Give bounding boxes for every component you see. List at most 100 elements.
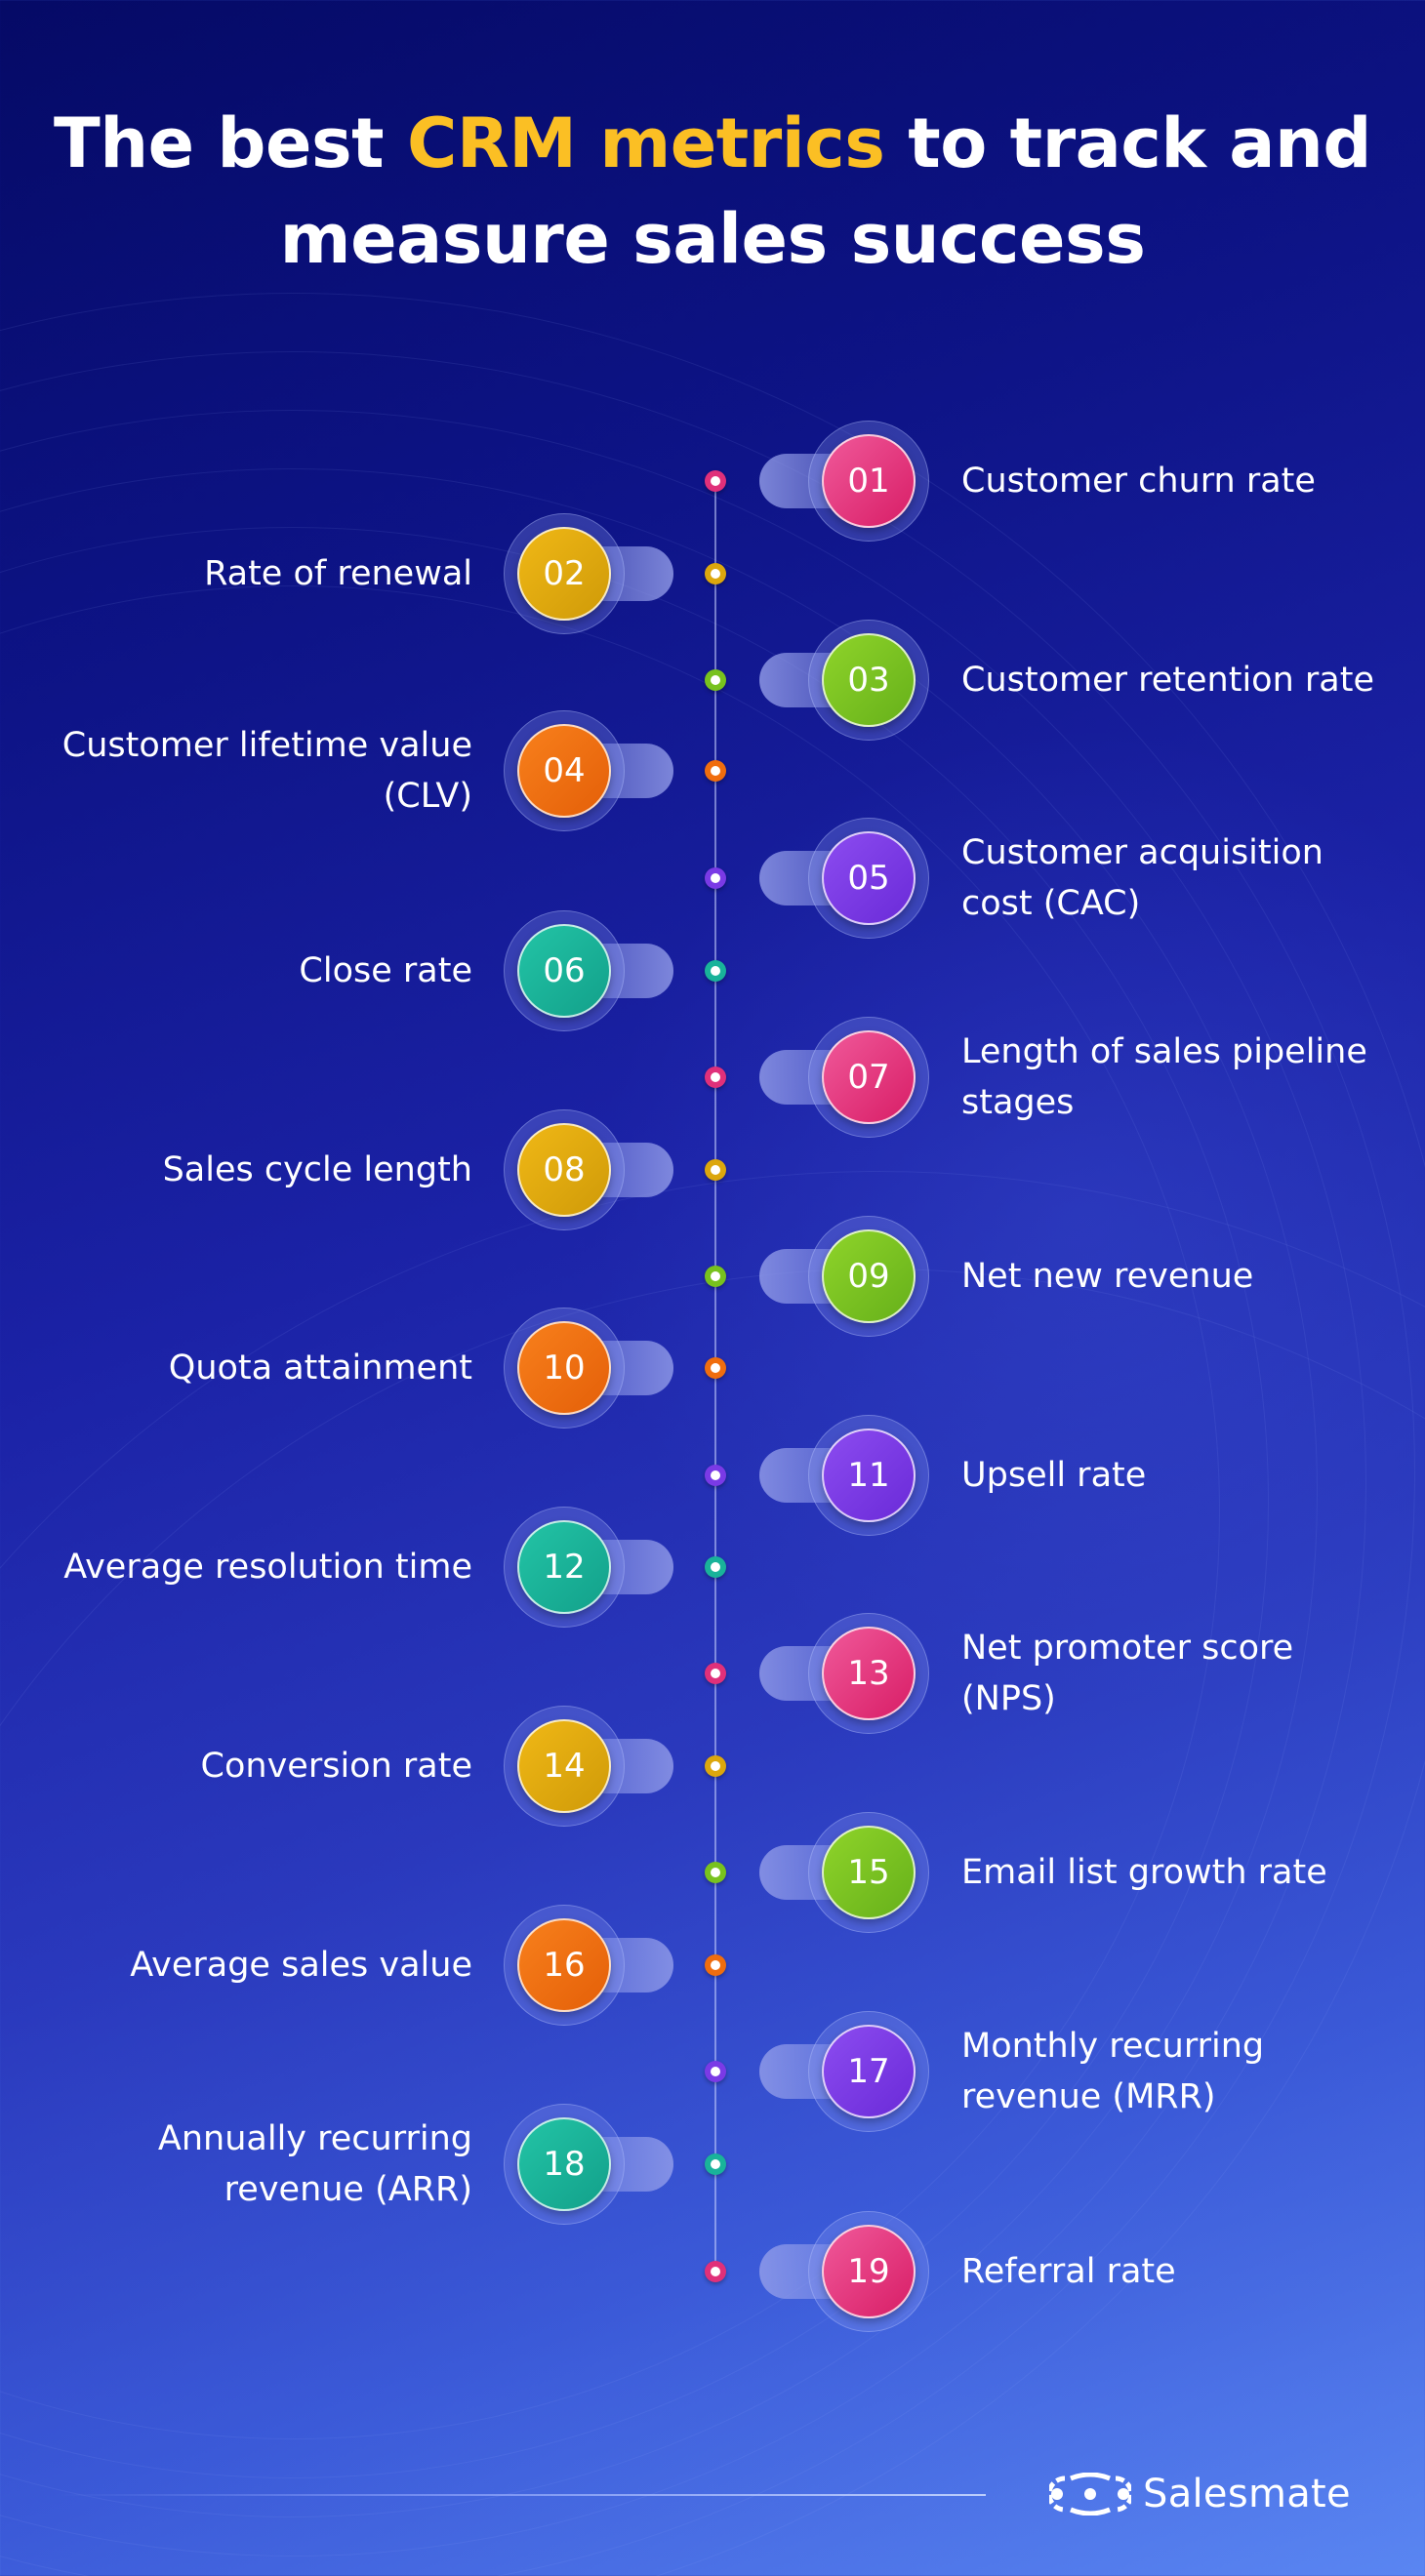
metric-label-text: Customer churn rate <box>961 462 1316 501</box>
metric-label-text: Close rate <box>299 951 472 990</box>
metric-label: Rate of renewal <box>20 523 472 624</box>
metric-label-text: Customer acquisition cost (CAC) <box>961 833 1323 923</box>
metric-bubble: 16 <box>504 1905 673 2026</box>
timeline-dot <box>705 1862 726 1883</box>
metric-label-text: Monthly recurring revenue (MRR) <box>961 2027 1265 2116</box>
metric-number-badge: 13 <box>822 1627 916 1720</box>
metric-label: Quota attainment <box>20 1317 472 1419</box>
title-prefix: The best <box>54 103 408 183</box>
metric-label: Average resolution time <box>20 1516 472 1618</box>
metric-bubble: 05 <box>759 818 929 939</box>
title-suffix: to track and <box>884 103 1371 183</box>
metric-number-badge: 18 <box>517 2117 611 2211</box>
metric-number-badge: 05 <box>822 831 916 925</box>
timeline-dot <box>705 867 726 889</box>
metric-label: Customer lifetime value (CLV) <box>20 720 472 822</box>
metric-number-badge: 02 <box>517 527 611 621</box>
metric-number-badge: 01 <box>822 434 916 528</box>
metric-number-badge: 16 <box>517 1918 611 2012</box>
metric-bubble: 03 <box>759 620 929 741</box>
metric-label: Customer churn rate <box>961 430 1391 532</box>
page-title: The best CRM metrics to track and measur… <box>0 96 1425 287</box>
metric-bubble: 14 <box>504 1706 673 1827</box>
metric-bubble: 17 <box>759 2011 929 2132</box>
metric-bubble: 04 <box>504 710 673 831</box>
brand-name: Salesmate <box>1143 2472 1351 2516</box>
metric-label: Average sales value <box>20 1914 472 2016</box>
metric-label: Length of sales pipeline stages <box>961 1026 1391 1128</box>
metric-number-badge: 17 <box>822 2025 916 2118</box>
metric-number-badge: 09 <box>822 1229 916 1323</box>
timeline-dot <box>705 1266 726 1287</box>
metric-number-badge: 03 <box>822 633 916 727</box>
metric-label-text: Email list growth rate <box>961 1853 1327 1892</box>
timeline-dot <box>705 2261 726 2282</box>
timeline-dot <box>705 1755 726 1777</box>
metric-label: Net new revenue <box>961 1226 1391 1327</box>
metric-label-text: Customer retention rate <box>961 661 1374 700</box>
title-line2: measure sales success <box>279 199 1146 279</box>
metric-label-text: Average sales value <box>130 1946 472 1985</box>
metric-bubble: 12 <box>504 1507 673 1628</box>
metric-number-badge: 04 <box>517 724 611 818</box>
metric-label: Net promoter score (NPS) <box>961 1623 1391 1724</box>
metric-label: Customer retention rate <box>961 629 1391 731</box>
metric-bubble: 19 <box>759 2211 929 2332</box>
timeline-dot <box>705 2061 726 2082</box>
timeline-dot <box>705 1663 726 1684</box>
metric-label: Email list growth rate <box>961 1822 1391 1923</box>
salesmate-logo-icon <box>1049 2473 1131 2516</box>
metric-bubble: 01 <box>759 421 929 542</box>
timeline-dot <box>705 760 726 782</box>
footer-divider <box>59 2494 986 2496</box>
timeline-dot <box>705 1067 726 1088</box>
brand-logo: Salesmate <box>1049 2469 1351 2519</box>
metric-label: Annually recurring revenue (ARR) <box>20 2113 472 2215</box>
metric-label-text: Referral rate <box>961 2252 1176 2291</box>
metric-label-text: Quota attainment <box>168 1348 472 1388</box>
timeline-dot <box>705 1357 726 1379</box>
metric-bubble: 09 <box>759 1216 929 1337</box>
timeline-dot <box>705 1556 726 1578</box>
title-highlight: CRM metrics <box>407 103 885 183</box>
metric-bubble: 10 <box>504 1308 673 1429</box>
timeline-dot <box>705 563 726 584</box>
metric-label-text: Length of sales pipeline stages <box>961 1032 1367 1122</box>
metric-label-text: Annually recurring revenue (ARR) <box>157 2119 472 2209</box>
metric-label: Sales cycle length <box>20 1119 472 1221</box>
timeline-dot <box>705 1159 726 1181</box>
metric-number-badge: 10 <box>517 1321 611 1415</box>
metric-bubble: 08 <box>504 1109 673 1230</box>
metric-number-badge: 14 <box>517 1719 611 1813</box>
metric-number-badge: 08 <box>517 1123 611 1217</box>
metric-bubble: 06 <box>504 910 673 1031</box>
metric-bubble: 07 <box>759 1017 929 1138</box>
metric-label-text: Average resolution time <box>63 1548 472 1587</box>
metric-label-text: Rate of renewal <box>204 554 472 593</box>
metric-label-text: Customer lifetime value (CLV) <box>61 726 472 816</box>
metric-number-badge: 19 <box>822 2225 916 2318</box>
metric-bubble: 18 <box>504 2104 673 2225</box>
timeline-dot <box>705 2153 726 2175</box>
timeline-dot <box>705 1954 726 1976</box>
metric-bubble: 11 <box>759 1415 929 1536</box>
metric-label-text: Upsell rate <box>961 1456 1147 1495</box>
metric-bubble: 02 <box>504 513 673 634</box>
metric-number-badge: 15 <box>822 1826 916 1919</box>
metric-bubble: 15 <box>759 1812 929 1933</box>
metric-number-badge: 06 <box>517 924 611 1018</box>
timeline-dot <box>705 470 726 492</box>
metric-label-text: Sales cycle length <box>162 1150 472 1189</box>
metric-label: Upsell rate <box>961 1425 1391 1526</box>
metric-label: Close rate <box>20 920 472 1022</box>
timeline-dot <box>705 960 726 982</box>
metric-number-badge: 12 <box>517 1520 611 1614</box>
metric-label-text: Net new revenue <box>961 1257 1254 1296</box>
metric-label: Referral rate <box>961 2221 1391 2322</box>
timeline-dot <box>705 669 726 691</box>
metric-label: Conversion rate <box>20 1715 472 1817</box>
metric-label: Monthly recurring revenue (MRR) <box>961 2021 1391 2122</box>
metric-label-text: Net promoter score (NPS) <box>961 1629 1294 1718</box>
metric-bubble: 13 <box>759 1613 929 1734</box>
timeline-dot <box>705 1465 726 1486</box>
